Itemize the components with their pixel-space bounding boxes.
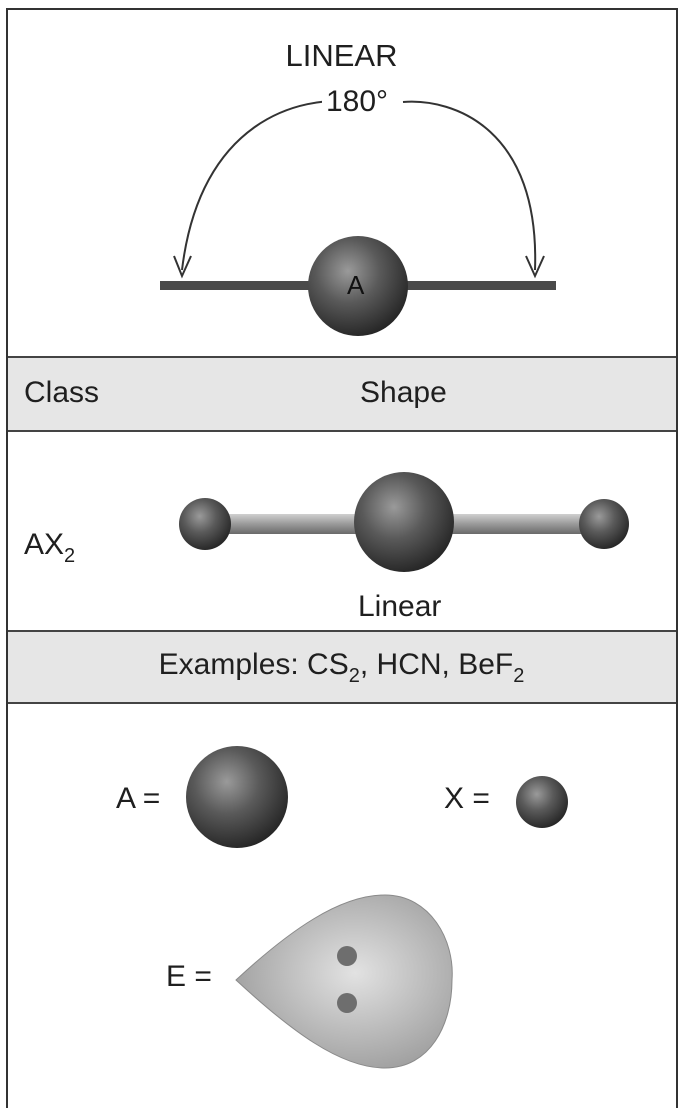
geometry-title: LINEAR	[285, 38, 398, 73]
lone-pair-electron-2	[337, 993, 357, 1013]
legend-a-label: A =	[116, 782, 161, 815]
diagram-frame	[6, 8, 678, 1108]
a-atom	[354, 472, 454, 572]
class-value: AX2	[24, 528, 76, 567]
central-atom-label: A	[347, 270, 365, 300]
legend-x-label: X =	[444, 782, 490, 815]
class-header: Class	[24, 376, 100, 409]
x-atom-left	[179, 498, 231, 550]
bond-right	[440, 514, 600, 534]
legend-a-atom	[186, 746, 288, 848]
lone-pair-electron-1	[337, 946, 357, 966]
central-atom	[308, 236, 408, 336]
shape-name: Linear	[358, 590, 442, 623]
shape-header: Shape	[360, 376, 447, 409]
bond-angle-label: 180°	[322, 85, 393, 119]
legend-e-label: E =	[166, 960, 212, 993]
legend-x-atom	[516, 776, 568, 828]
examples-text: Examples: CS2, HCN, BeF2	[158, 648, 525, 687]
x-atom-right	[579, 499, 629, 549]
lone-pair-lobe	[235, 894, 453, 1069]
bond-left	[205, 514, 370, 534]
header-band	[8, 356, 676, 432]
arrowhead-right-icon	[525, 255, 545, 279]
arrowhead-left-icon	[173, 255, 192, 279]
examples-band	[8, 630, 676, 704]
